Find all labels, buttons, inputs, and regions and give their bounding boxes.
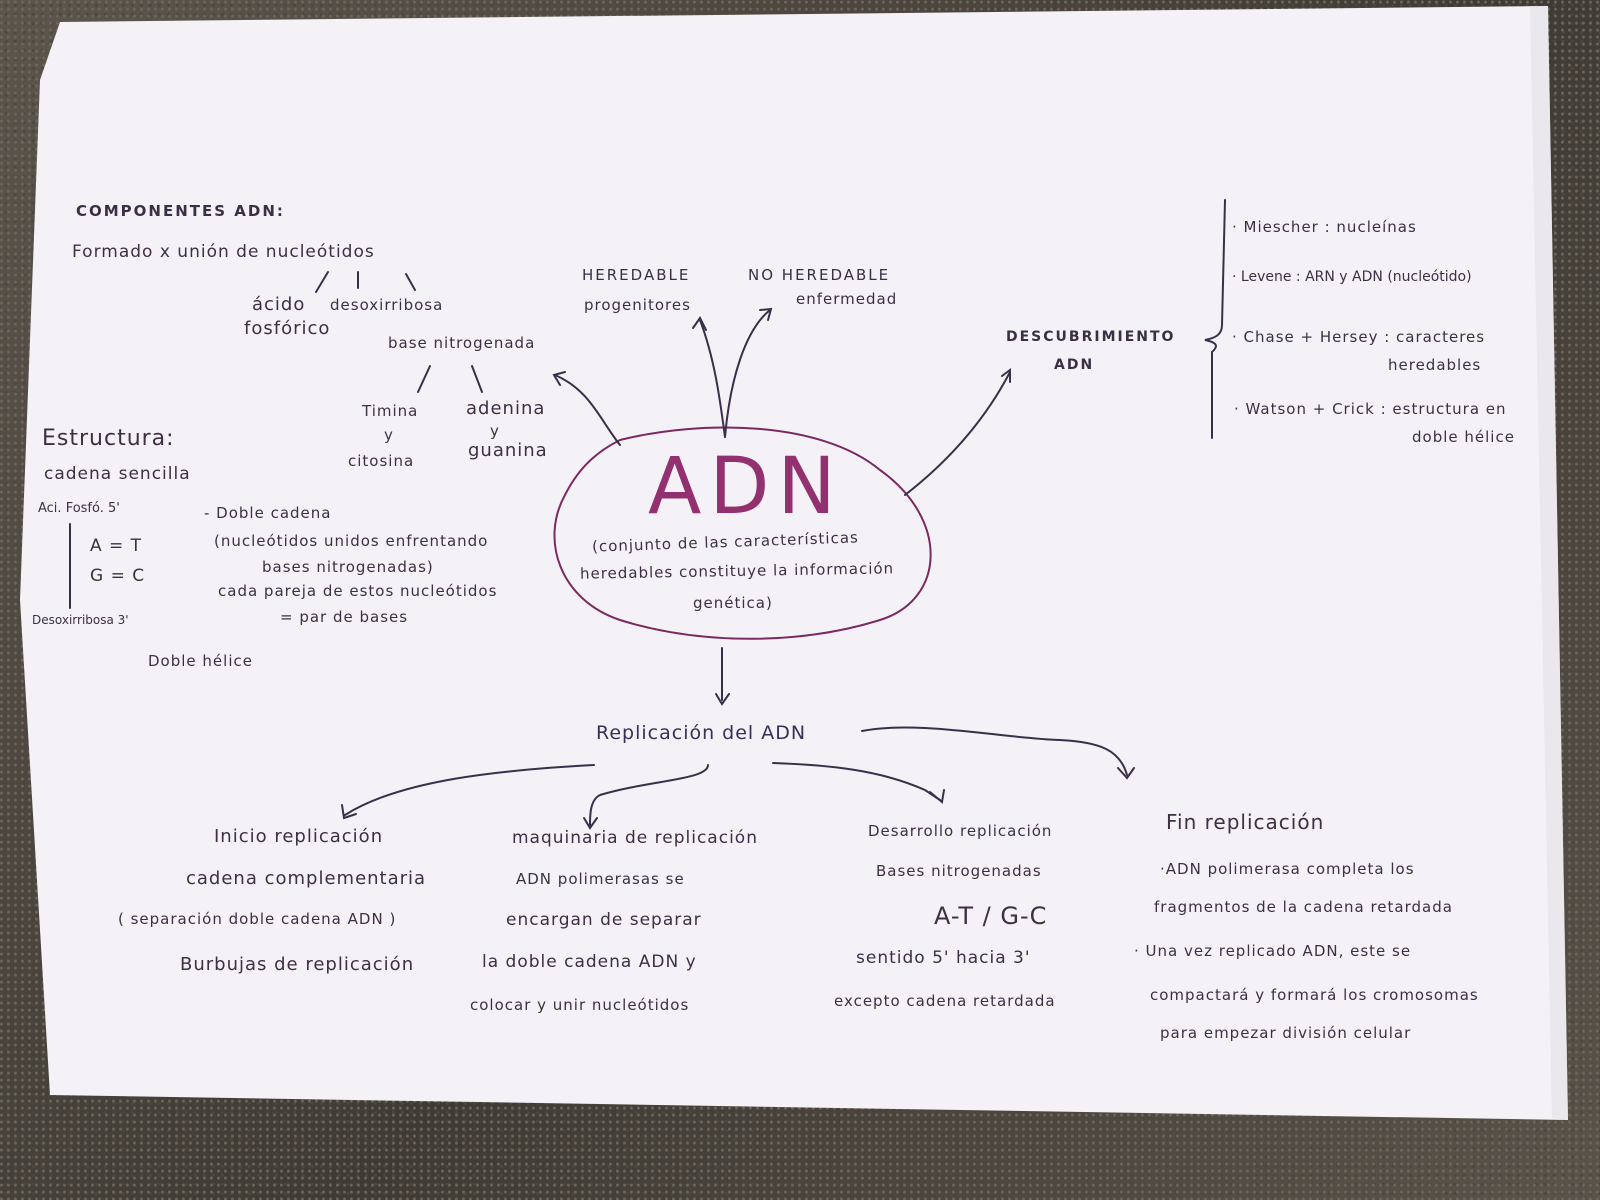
fin-line4: · Una vez replicado ADN, este se [1134, 942, 1412, 960]
adn-desc-line3: genética) [693, 594, 773, 612]
descubrimiento-item-miescher: · Miescher : nucleínas [1232, 218, 1417, 236]
descubrimiento-title: DESCUBRIMIENTO [1006, 329, 1176, 345]
fin-line5: compactará y formará los cromosomas [1150, 986, 1479, 1004]
descubrimiento-brace [1204, 199, 1226, 439]
acido-label: ácido [252, 294, 306, 315]
desarrollo-line2: Bases nitrogenadas [876, 862, 1042, 880]
componentes-title: COMPONENTES ADN: [76, 202, 285, 220]
doble-helice-label: Doble hélice [148, 652, 253, 670]
maquinaria-line4: la doble cadena ADN y [482, 952, 697, 972]
timina-label: Timina [362, 402, 419, 420]
adn-oval [553, 426, 932, 640]
desoxi3-label: Desoxirribosa 3' [32, 613, 129, 627]
estructura-title: Estructura: [42, 426, 175, 451]
maquinaria-line5: colocar y unir nucleótidos [470, 996, 690, 1014]
doble-cadena-line2: (nucleótidos unidos enfrentando [214, 532, 489, 550]
desarrollo-line1: Desarrollo replicación [868, 822, 1053, 840]
y1-label: y [384, 426, 394, 444]
fosforico-label: fosfórico [244, 318, 331, 339]
at-pair: A = T [90, 536, 143, 556]
doble-cadena-line4: cada pareja de estos nucleótidos [218, 582, 498, 600]
desarrollo-line3: A-T / G-C [934, 902, 1048, 930]
heredable-label: HEREDABLE [582, 266, 691, 284]
formado-text: Formado x unión de nucleótidos [72, 242, 375, 262]
adn-title: ADN [648, 442, 844, 532]
maquinaria-line2: ADN polimerasas se [516, 870, 685, 888]
enfermedad-label: enfermedad [796, 290, 898, 308]
progenitores-label: progenitores [584, 296, 691, 314]
desarrollo-line4: sentido 5' hacia 3' [856, 948, 1031, 968]
fin-line6: para empezar división celular [1160, 1024, 1412, 1042]
adenina-label: adenina [466, 398, 546, 419]
descubrimiento-item-watson: · Watson + Crick : estructura en [1234, 400, 1507, 418]
gc-pair: G = C [90, 566, 146, 586]
guanina-label: guanina [468, 440, 548, 461]
doble-cadena-line3: bases nitrogenadas) [262, 558, 434, 576]
citosina-label: citosina [348, 452, 415, 470]
acfosf-label: Aci. Fosfó. 5' [38, 501, 120, 516]
maquinaria-line1: maquinaria de replicación [512, 828, 758, 848]
doble-cadena-line5: = par de bases [280, 608, 409, 626]
cadena-sencilla-label: cadena sencilla [44, 464, 191, 484]
desoxirribosa-label: desoxirribosa [330, 296, 444, 314]
desarrollo-line5: excepto cadena retardada [834, 992, 1056, 1010]
descubrimiento-title-adn: ADN [1054, 357, 1095, 373]
fin-line1: Fin replicación [1166, 810, 1325, 834]
fin-line3: fragmentos de la cadena retardada [1154, 898, 1453, 916]
inicio-line1: Inicio replicación [214, 826, 384, 847]
inicio-line2: cadena complementaria [186, 868, 427, 889]
descubrimiento-item-levene: · Levene : ARN y ADN (nucleótido) [1232, 269, 1472, 285]
base-nitrogenada-label: base nitrogenada [388, 334, 536, 352]
y2-label: y [490, 422, 500, 440]
no-heredable-label: NO HEREDABLE [748, 266, 891, 284]
descubrimiento-item-chase-b: heredables [1388, 356, 1482, 374]
replicacion-title: Replicación del ADN [596, 722, 807, 744]
descubrimiento-item-chase: · Chase + Hersey : caracteres [1232, 328, 1486, 346]
maquinaria-line3: encargan de separar [506, 910, 702, 930]
descubrimiento-item-watson-b: doble hélice [1412, 428, 1515, 446]
fin-line2: ·ADN polimerasa completa los [1160, 860, 1415, 878]
doble-cadena-line1: - Doble cadena [204, 504, 332, 522]
inicio-line4: Burbujas de replicación [180, 954, 415, 975]
inicio-line3: ( separación doble cadena ADN ) [118, 910, 397, 928]
